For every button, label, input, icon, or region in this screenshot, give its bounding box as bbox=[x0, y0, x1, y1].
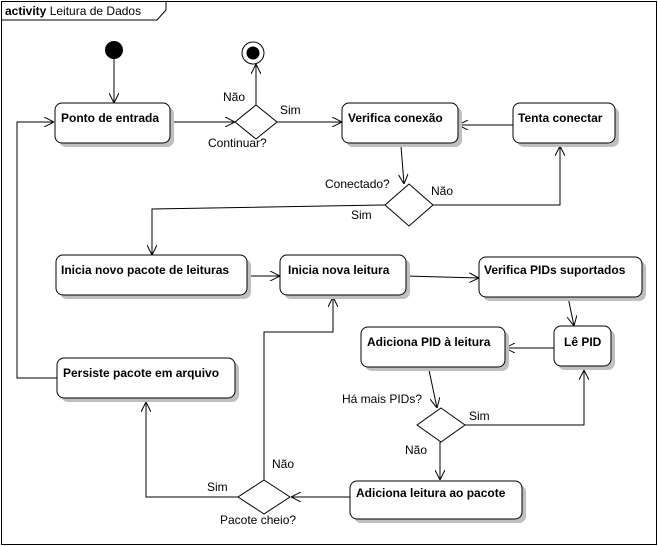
action-label: Adiciona leitura ao pacote bbox=[356, 486, 506, 500]
action-ponto-entrada: Ponto de entrada bbox=[54, 102, 174, 147]
guard-continuar-sim: Sim bbox=[280, 103, 301, 117]
edges bbox=[16, 59, 584, 498]
edge-conectado-nao-to-tenta bbox=[433, 146, 560, 206]
edge-conectado-sim-to-inicia-pacote bbox=[152, 204, 386, 255]
guard-mais-pids-sim: Sim bbox=[469, 409, 490, 423]
action-label: Lê PID bbox=[564, 335, 602, 349]
guard-pacote-cheio-sim: Sim bbox=[207, 480, 228, 494]
decision-label-conectado: Conectado? bbox=[325, 177, 390, 191]
diagram-name: Leitura de Dados bbox=[50, 4, 141, 18]
action-label: Inicia novo pacote de leituras bbox=[61, 263, 229, 277]
diagram-kind-keyword: activity bbox=[5, 4, 47, 18]
guard-mais-pids-nao: Não bbox=[405, 443, 427, 457]
final-node-dot bbox=[246, 46, 260, 60]
decision-conectado bbox=[384, 183, 434, 227]
decision-pacote-cheio bbox=[237, 479, 291, 515]
diagram-title: activity Leitura de Dados bbox=[5, 4, 141, 18]
action-verifica-pids: Verifica PIDs suportados bbox=[478, 256, 646, 301]
decision-label-pacote-cheio: Pacote cheio? bbox=[220, 513, 296, 527]
action-persiste-pacote: Persiste pacote em arquivo bbox=[56, 357, 239, 402]
action-label: Inicia nova leitura bbox=[288, 263, 390, 277]
decision-label-mais-pids: Há mais PIDs? bbox=[342, 392, 422, 406]
guard-continuar-nao: Não bbox=[223, 90, 245, 104]
diagram-title-tab bbox=[1, 1, 167, 21]
action-adiciona-leitura: Adiciona leitura ao pacote bbox=[349, 480, 526, 523]
edge-pacote-cheio-sim-to-persiste bbox=[146, 402, 239, 498]
decision-continuar bbox=[234, 104, 278, 140]
edge-verifica-pids-to-le-pid bbox=[568, 296, 574, 326]
edge-inicia-leitura-to-verifica-pids bbox=[405, 276, 479, 278]
action-le-pid: Lê PID bbox=[553, 325, 615, 370]
edge-mais-pids-sim-to-le-pid bbox=[465, 370, 584, 426]
action-label: Adiciona PID à leitura bbox=[367, 335, 491, 349]
action-adiciona-pid: Adiciona PID à leitura bbox=[360, 326, 509, 371]
decision-label-continuar: Continuar? bbox=[208, 136, 267, 150]
decision-mais-pids bbox=[416, 407, 466, 443]
guard-pacote-cheio-nao: Não bbox=[272, 457, 294, 471]
edge-adiciona-pid-to-mais-pids bbox=[428, 369, 437, 408]
action-label: Ponto de entrada bbox=[61, 111, 159, 125]
action-tenta-conectar: Tenta conectar bbox=[512, 102, 619, 147]
action-inicia-leitura: Inicia nova leitura bbox=[279, 254, 410, 299]
edge-pacote-cheio-nao-to-inicia-leitura bbox=[263, 297, 333, 480]
action-verifica-conexao: Verifica conexão bbox=[341, 102, 462, 147]
action-label: Persiste pacote em arquivo bbox=[63, 366, 219, 380]
guard-conectado-nao: Não bbox=[431, 184, 453, 198]
action-label: Verifica PIDs suportados bbox=[484, 263, 626, 277]
action-label: Tenta conectar bbox=[518, 111, 603, 125]
action-label: Verifica conexão bbox=[348, 111, 443, 125]
edge-persiste-to-ponto-entrada bbox=[16, 122, 57, 379]
guard-conectado-sim: Sim bbox=[351, 208, 372, 222]
initial-node bbox=[105, 41, 123, 59]
action-inicia-pacote: Inicia novo pacote de leituras bbox=[55, 254, 251, 299]
edge-verifica-to-conectado bbox=[401, 145, 404, 184]
